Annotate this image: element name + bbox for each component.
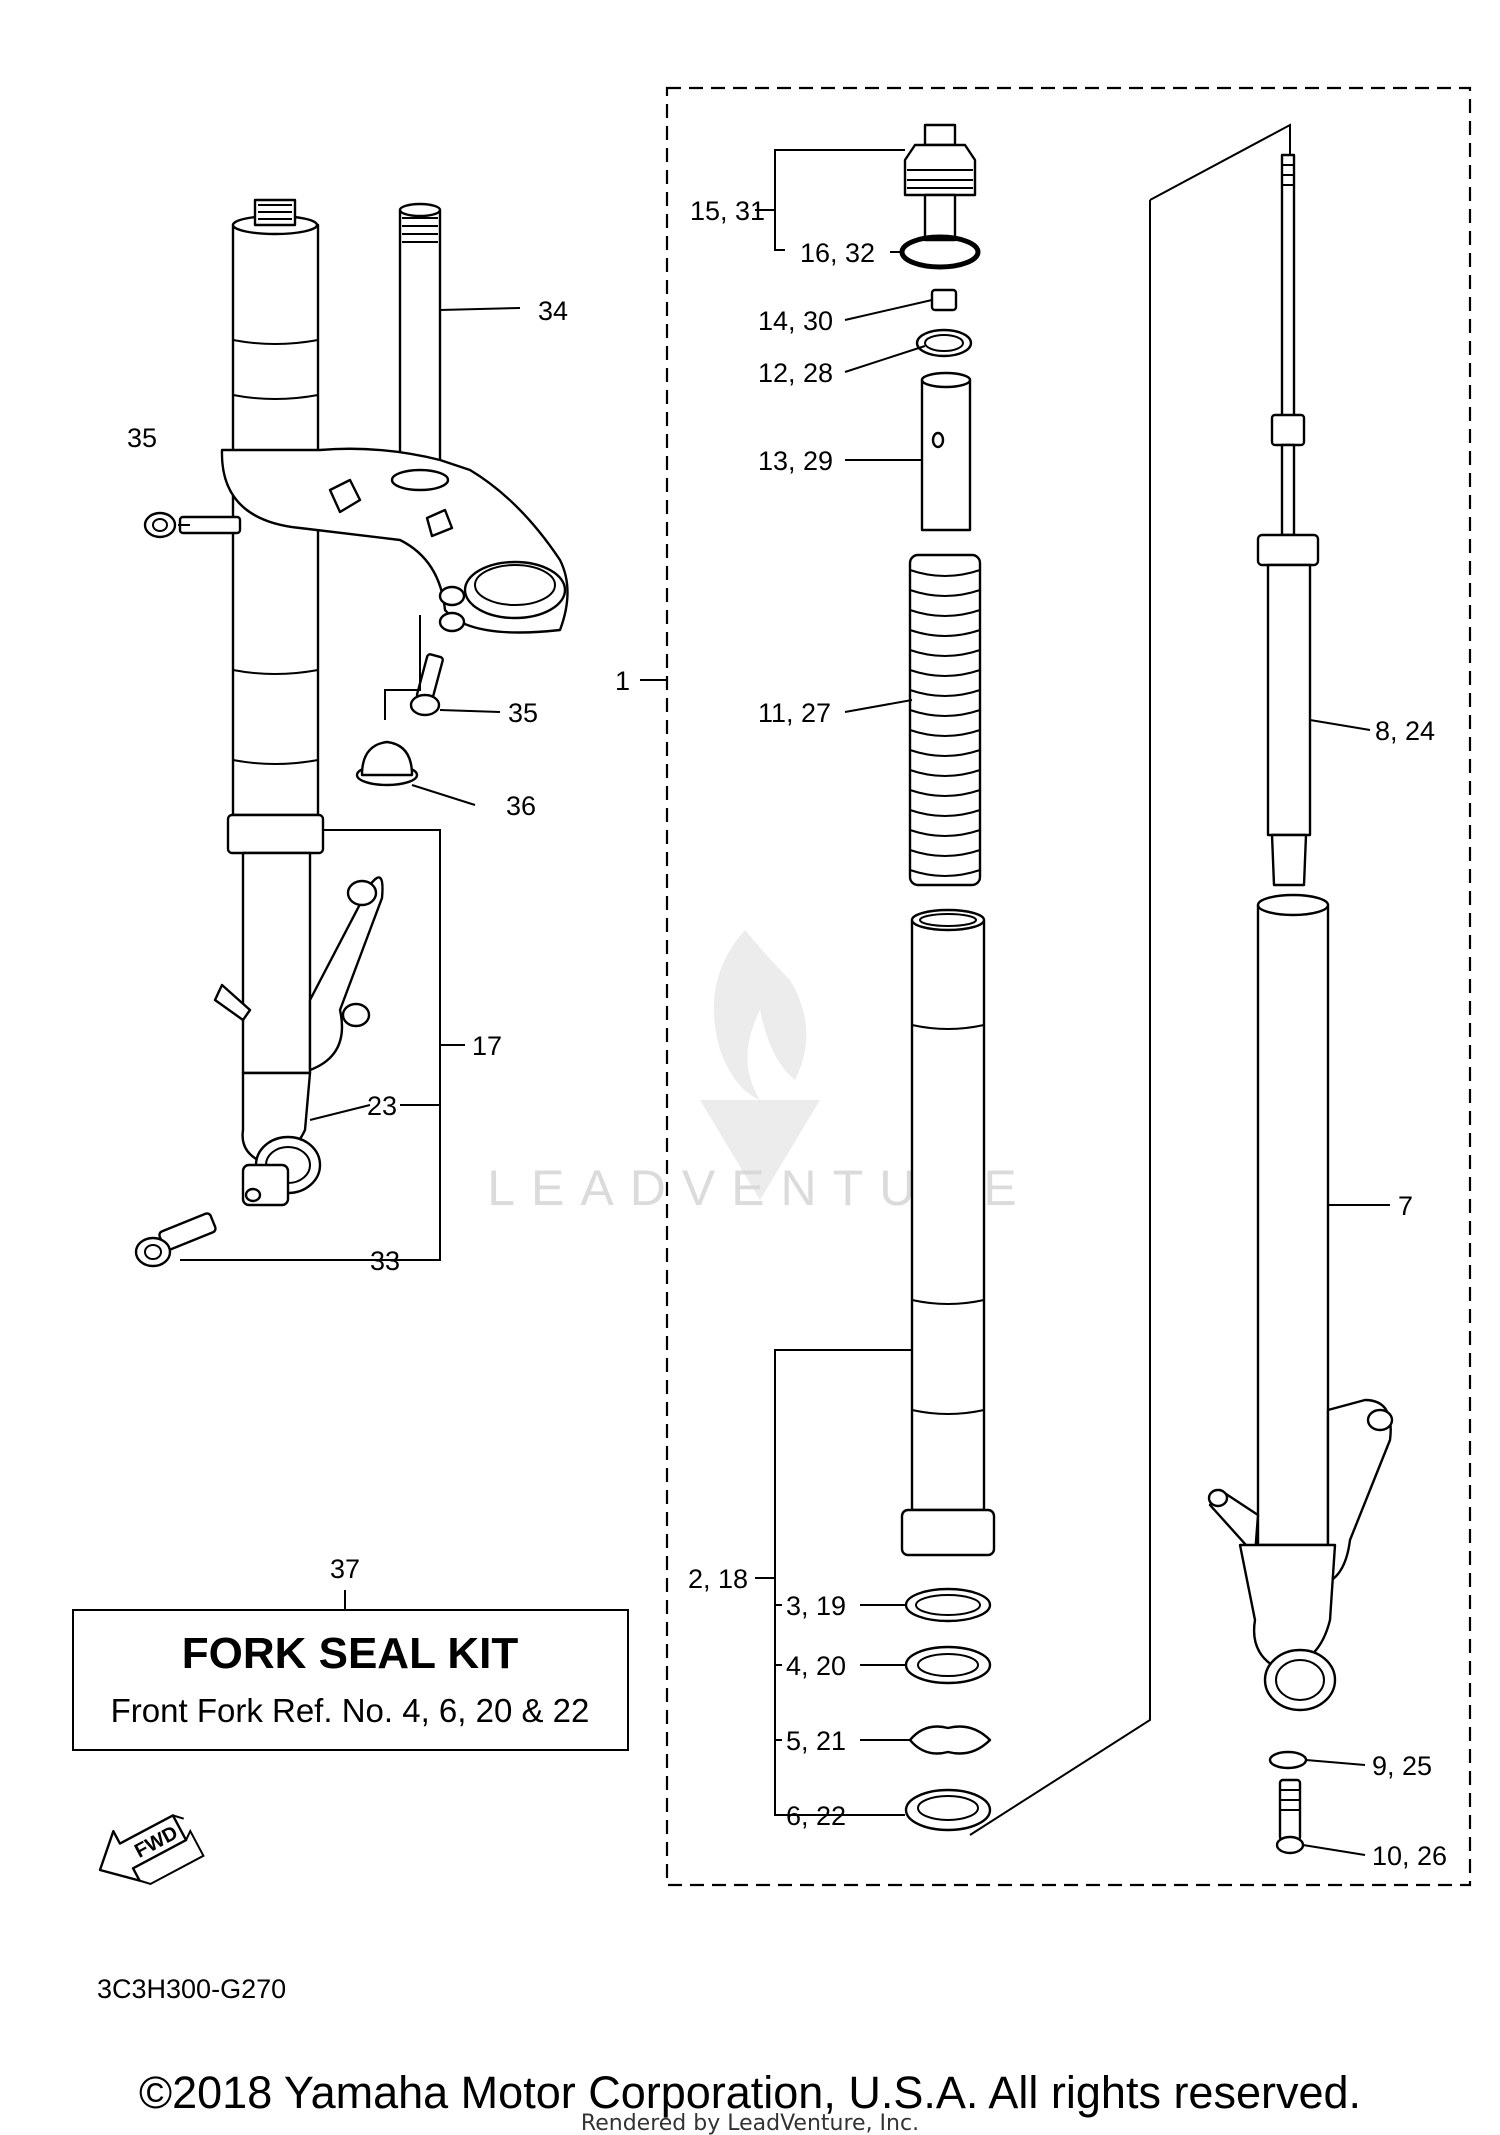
callout-15-31: 15, 31 xyxy=(690,196,765,226)
callout-1: 1 xyxy=(615,666,630,696)
fork-seal-kit-title: FORK SEAL KIT xyxy=(182,1629,519,1678)
right-exploded-parts xyxy=(1207,153,1394,1855)
callout-13-29: 13, 29 xyxy=(758,446,833,476)
fork-seal-kit-box: FORK SEAL KIT Front Fork Ref. No. 4, 6, … xyxy=(72,1609,629,1751)
callout-11-27: 11, 27 xyxy=(758,698,831,728)
fwd-arrow-icon: FWD xyxy=(98,1814,205,1886)
callout-7: 7 xyxy=(1398,1191,1413,1221)
copyright-notice: ©2018 Yamaha Motor Corporation, U.S.A. A… xyxy=(139,2067,1361,2118)
callout-35-lower: 35 xyxy=(508,698,538,728)
callout-23: 23 xyxy=(367,1091,397,1121)
callout-4-20: 4, 20 xyxy=(786,1651,846,1681)
callout-12-28: 12, 28 xyxy=(758,358,833,388)
fork-seal-kit-subtitle: Front Fork Ref. No. 4, 6, 20 & 22 xyxy=(111,1692,590,1729)
callout-37: 37 xyxy=(330,1554,360,1584)
callout-9-25: 9, 25 xyxy=(1372,1751,1432,1781)
callout-5-21: 5, 21 xyxy=(786,1726,846,1756)
assembly-brackets xyxy=(180,123,1291,1836)
center-exploded-parts xyxy=(899,123,996,1832)
callout-3-19: 3, 19 xyxy=(786,1591,846,1621)
callout-6-22: 6, 22 xyxy=(786,1801,846,1831)
callout-17: 17 xyxy=(472,1031,502,1061)
fork-spring xyxy=(908,553,982,887)
assembly-boundary-dashed xyxy=(665,86,1472,1887)
callout-2-18: 2, 18 xyxy=(688,1564,748,1594)
callout-14-30: 14, 30 xyxy=(758,306,833,336)
left-assembled-fork xyxy=(134,198,569,1268)
callout-33: 33 xyxy=(370,1246,400,1276)
callout-36: 36 xyxy=(506,791,536,821)
rendered-by-notice: Rendered by LeadVenture, Inc. xyxy=(581,2111,919,2135)
callout-35-upper: 35 xyxy=(127,423,157,453)
leader-lines xyxy=(178,299,1390,1856)
callout-labels: 34 35 35 36 17 23 33 1 15, 31 16, 32 14,… xyxy=(127,196,1447,1871)
callout-8-24: 8, 24 xyxy=(1375,716,1435,746)
diagram-code: 3C3H300-G270 xyxy=(97,1974,286,2004)
callout-34: 34 xyxy=(538,296,568,326)
callout-16-32: 16, 32 xyxy=(800,238,875,268)
callout-10-26: 10, 26 xyxy=(1372,1841,1447,1871)
